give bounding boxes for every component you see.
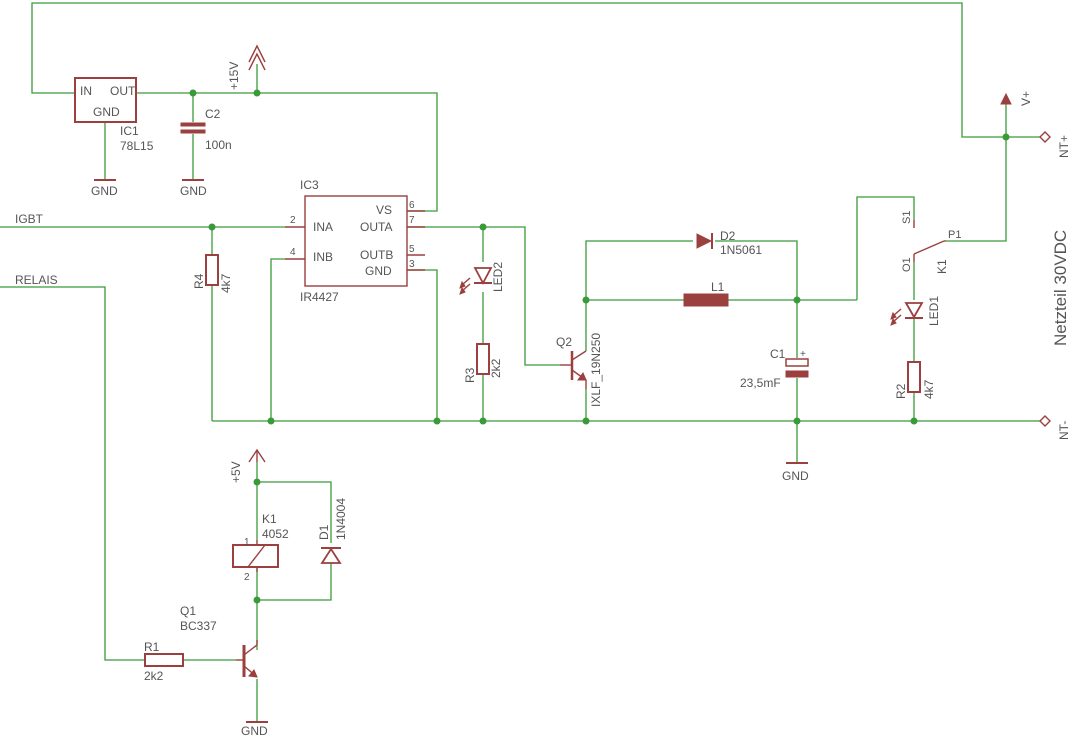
r4-name: R4 [192,273,206,289]
vplus-label: V+ [1019,91,1033,106]
r2-value: 4k7 [922,379,936,399]
r2-name: R2 [894,383,908,399]
c2-value: 100n [205,138,232,152]
gnd-label: GND [91,184,118,198]
l1-inductor: L1 [683,280,729,307]
led2: LED2 [459,262,505,295]
gnd-ic1: GND [91,179,118,198]
k1-pin2: 2 [244,572,250,583]
ic3-num-2: 2 [290,215,296,226]
ntplus-label: NT+ [1057,135,1071,158]
led1: LED1 [890,296,941,326]
ic3-num-4: 4 [290,247,296,258]
ic1-pin-out: OUT [110,84,136,98]
d1-value: 1N4004 [334,498,348,540]
c1-plus-mark: + [800,349,806,360]
k1-p1-label: P1 [948,229,961,241]
gnd-label: GND [180,184,207,198]
supply-5v-label: +5V [229,461,243,483]
k1-switch-name: K1 [935,259,949,274]
gnd-label: GND [782,469,809,483]
ic3-pin-outb: OUTB [360,248,393,262]
d1-diode: D1 1N4004 [317,498,348,564]
ic3-name: IC3 [300,178,319,192]
supply-15v-label: +15V [227,62,241,90]
ic3-pin-vs: VS [376,203,392,217]
c1-name: C1 [770,347,786,361]
supply-15v: +15V [227,44,266,90]
q1-value: BC337 [180,619,217,633]
gnd-c2: GND [180,179,207,198]
r4-resistor: R4 4k7 [192,254,233,293]
ic1-pin-gnd: GND [93,105,120,119]
q1-transistor: Q1 BC337 [180,604,258,678]
ic3-value: IR4427 [300,290,339,304]
ic3-num-6: 6 [409,200,415,211]
ic3-num-3: 3 [409,259,415,270]
k1-s1-label: S1 [901,211,913,224]
r3-name: R3 [463,367,477,383]
ic3-pin-inb: INB [313,250,333,264]
gnd-label: GND [241,724,268,738]
led1-name: LED1 [927,296,941,326]
ic1-pin-in: IN [80,84,92,98]
d1-name: D1 [317,524,331,540]
c1-capacitor: + C1 23,5mF [740,347,809,390]
signal-relais: RELAIS [15,273,58,287]
k1-name: K1 [262,512,277,526]
k1-value: 4052 [262,527,289,541]
l1-name: L1 [711,280,725,294]
led2-name: LED2 [491,262,505,292]
d2-name: D2 [720,229,736,243]
q1-name: Q1 [180,604,196,618]
ic3-pin-gnd: GND [365,264,392,278]
k1-relay-coil: 1 2 K1 4052 [232,512,289,583]
c2-capacitor: C2 100n [180,107,232,152]
ic3-pin-outa: OUTA [360,220,392,234]
schematic-title: Netzteil 30VDC [1051,230,1070,346]
r2-resistor: R2 4k7 [894,361,936,399]
ic3-pin-ina: INA [313,220,333,234]
c1-value: 23,5mF [740,376,781,390]
gnd-q1: GND [241,721,268,738]
ic3-driver: INA INB VS OUTA OUTB GND 2 4 6 7 5 3 IC3… [285,178,425,304]
ic1-name: IC1 [120,124,139,138]
k1-switch: S1 O1 P1 K1 [901,211,961,274]
r1-value: 2k2 [144,669,164,683]
k1-o1-label: O1 [901,257,913,272]
signal-igbt: IGBT [15,212,44,226]
k1-pin1: 1 [244,537,250,548]
r1-resistor: R1 2k2 [144,640,184,683]
r1-name: R1 [144,640,160,654]
ic1-regulator: IN OUT GND IC1 78L15 [74,77,154,153]
supply-5v: +5V [229,448,266,483]
junctions [189,89,1010,604]
wires [0,2,1040,722]
ic3-num-5: 5 [409,244,415,255]
q2-transistor: Q2 IXLF_19N250 [556,333,603,407]
q2-value: IXLF_19N250 [589,333,603,407]
r4-value: 4k7 [219,273,233,293]
r3-resistor: R3 2k2 [463,343,503,383]
ntminus-label: NT- [1057,421,1071,440]
supply-vplus: V+ [1000,91,1033,106]
r3-value: 2k2 [489,358,503,378]
ic3-num-7: 7 [409,215,415,226]
d2-diode: D2 1N5061 [696,229,762,257]
connector-ntminus: NT- [1039,415,1071,440]
d2-value: 1N5061 [720,243,762,257]
c2-name: C2 [205,107,221,121]
q2-name: Q2 [556,335,572,349]
ic1-value: 78L15 [120,139,154,153]
connector-ntplus: NT+ [1039,131,1071,158]
gnd-c1: GND [782,462,809,483]
